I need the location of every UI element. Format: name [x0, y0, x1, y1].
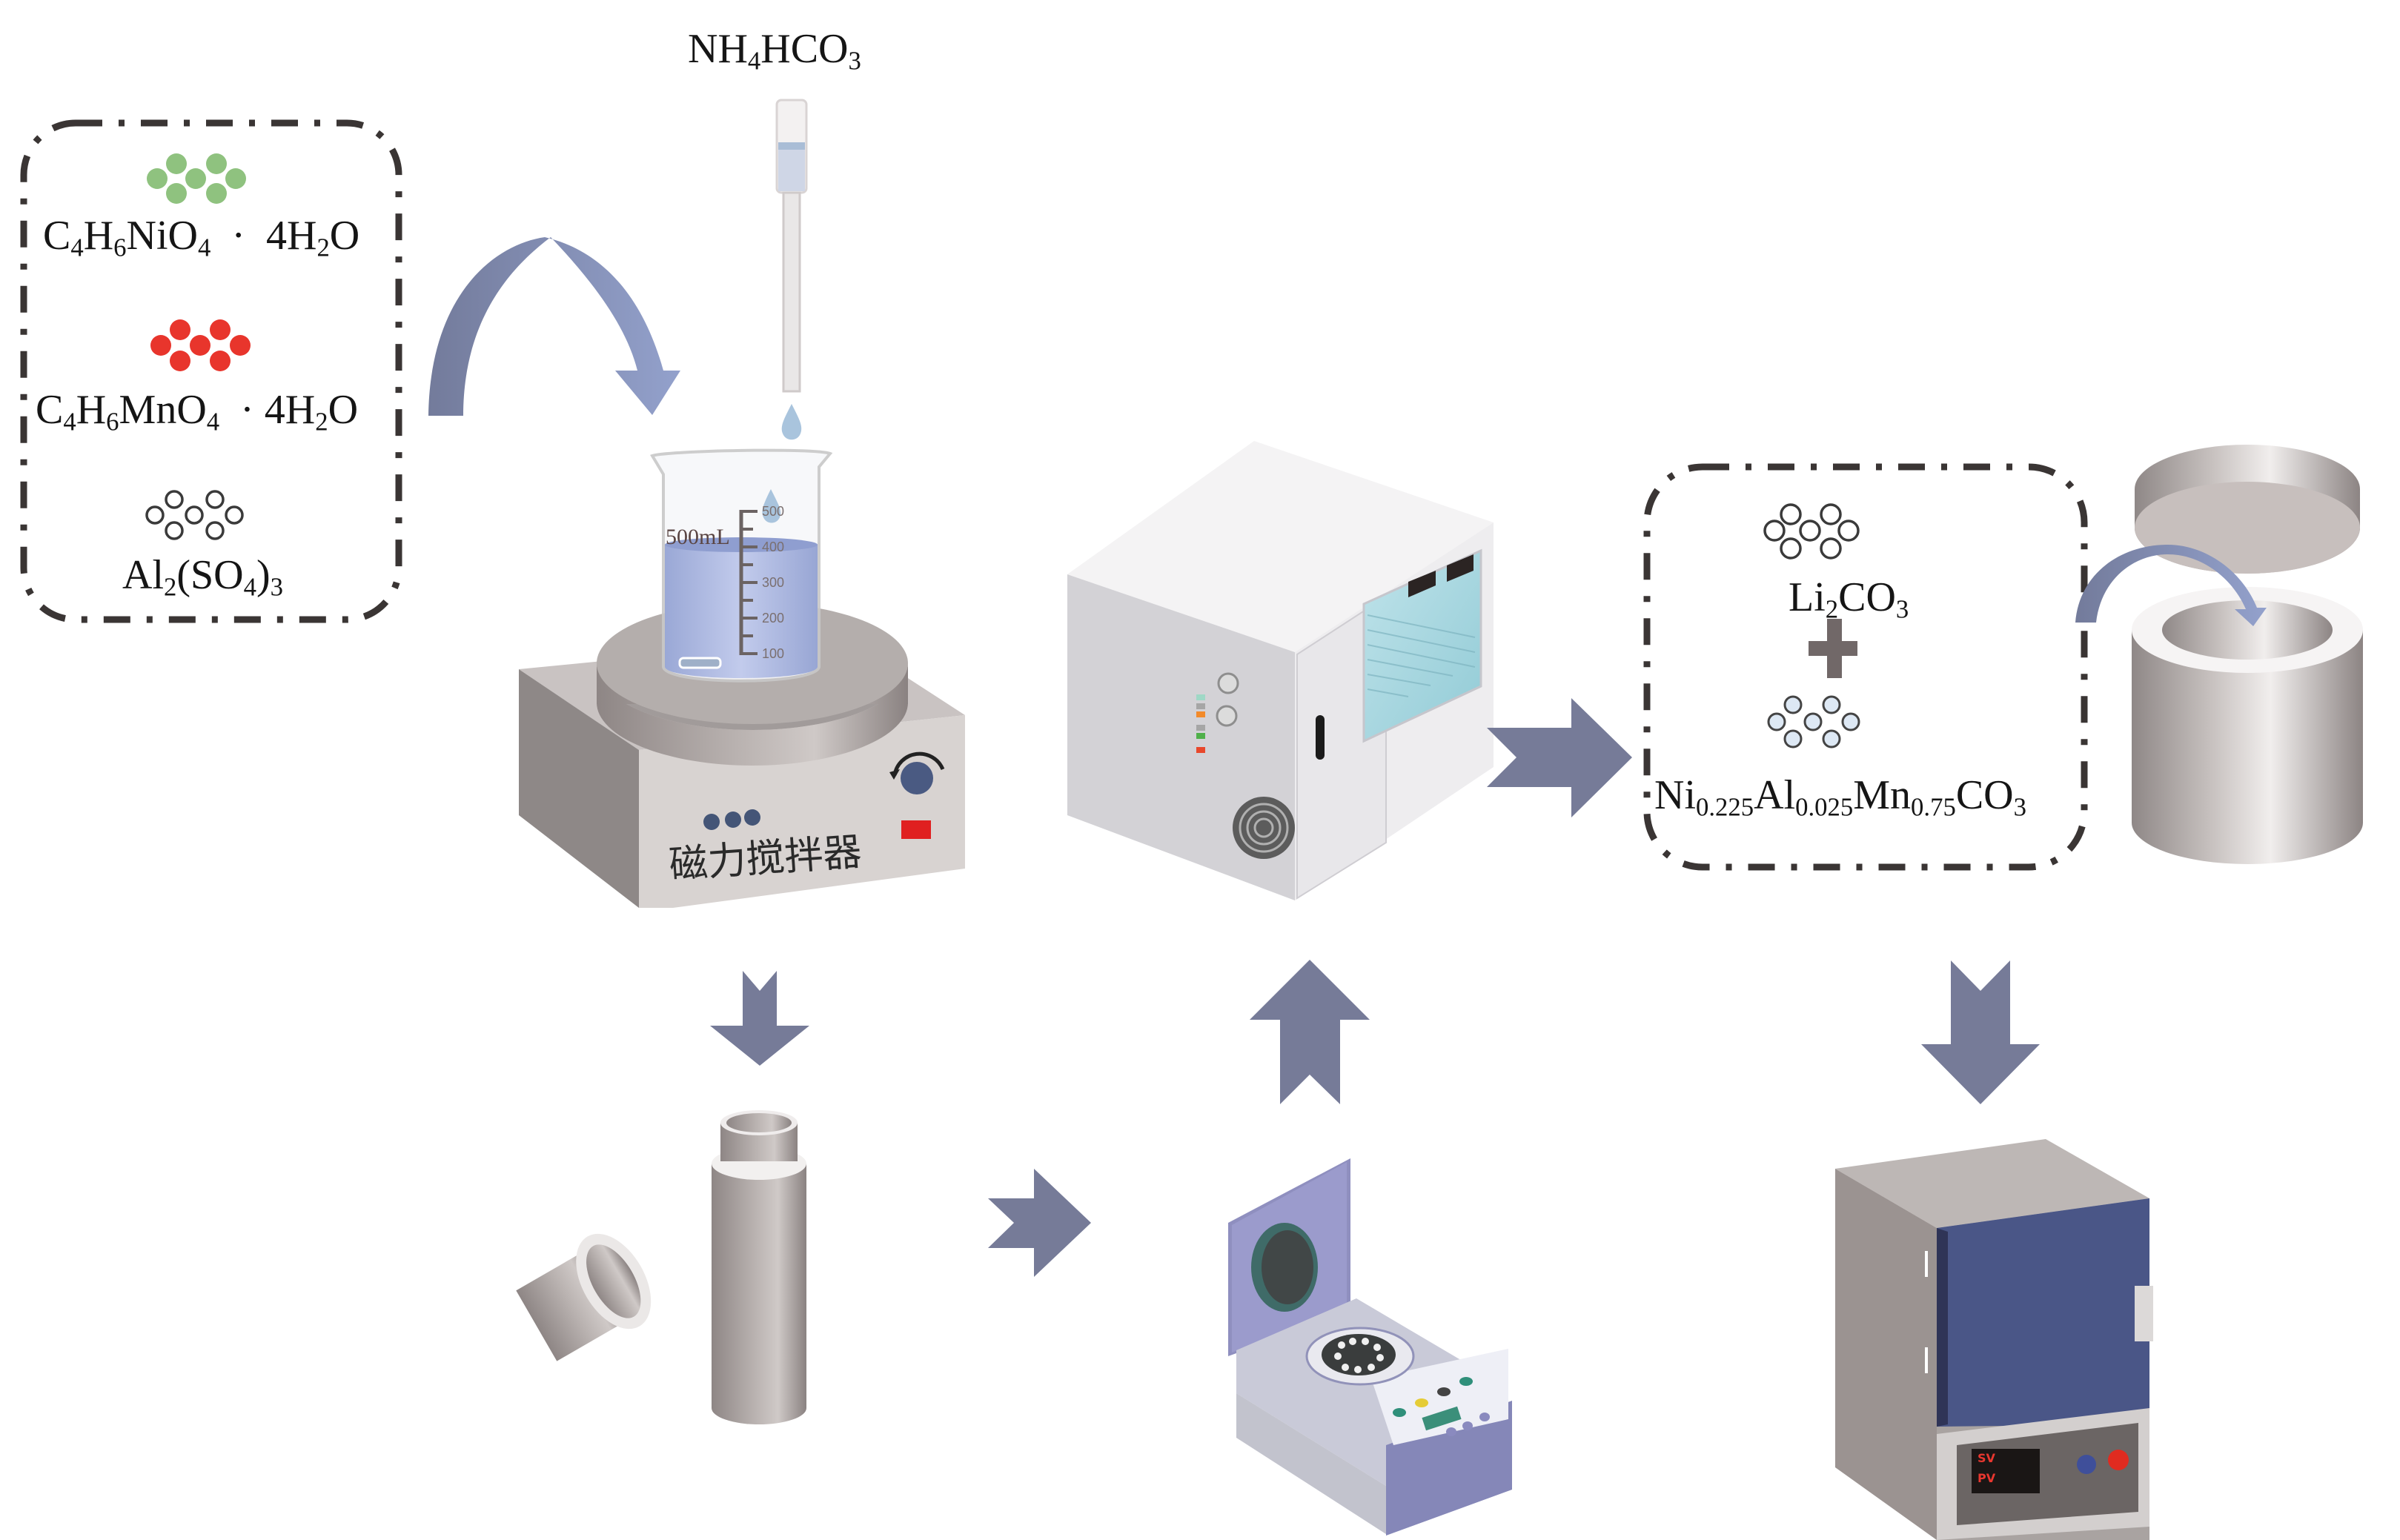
lithium-carbonate-particles: [1763, 503, 1860, 560]
beaker-tick-label: 400: [762, 540, 784, 554]
plus-icon: [1809, 619, 1857, 678]
autoclave: [516, 1110, 806, 1424]
beaker-tick-label: 500: [762, 504, 784, 519]
manganese-acetate-particles: [150, 319, 251, 371]
reagent-label-manganese-acetate: C4H6MnO4 · 4H2O: [36, 387, 359, 437]
curved-arrow-into-crucible: [2075, 545, 2267, 626]
nickel-acetate-particles: [147, 153, 246, 204]
beaker-tick-label: 200: [762, 611, 784, 625]
beaker-tick-label: 100: [762, 646, 784, 661]
beaker-scale: 500 400 300 200 100: [741, 504, 784, 661]
dropper-icon: [775, 99, 808, 440]
curved-arrow-to-beaker: [428, 237, 680, 416]
reagent-label-nickel-acetate: C4H6NiO4 · 4H2O: [43, 213, 360, 262]
furnace-display-sv: SV: [1978, 1451, 1995, 1465]
arrow-centrifuge-to-oven: [1250, 960, 1370, 1104]
mixture-label-precursor: Ni0.225Al0.025Mn0.75CO3: [1654, 772, 2026, 822]
arrow-stirrer-to-autoclave: [710, 971, 809, 1066]
beaker-tick-label: 300: [762, 575, 784, 590]
muffle-furnace: [1835, 1139, 2153, 1540]
arrow-autoclave-to-centrifuge: [988, 1169, 1091, 1277]
arrow-crucible-to-furnace: [1921, 960, 2040, 1104]
centrifuge: [1228, 1158, 1512, 1536]
crucible: [2132, 445, 2363, 864]
beaker-capacity-label: 500mL: [666, 525, 730, 549]
arrow-oven-to-mixture: [1487, 698, 1632, 817]
aluminium-sulfate-particles: [145, 490, 244, 540]
reagents-box-border: [20, 119, 402, 623]
precursor-particles: [1767, 695, 1860, 749]
mixture-label-lithium-carbonate: Li2CO3: [1789, 574, 1909, 624]
drying-oven: [1067, 441, 1494, 900]
furnace-display-pv: PV: [1978, 1471, 1996, 1485]
precipitant-label: NH4HCO3: [688, 26, 861, 76]
reagent-label-aluminium-sulfate: Al2(SO4)3: [122, 552, 283, 602]
